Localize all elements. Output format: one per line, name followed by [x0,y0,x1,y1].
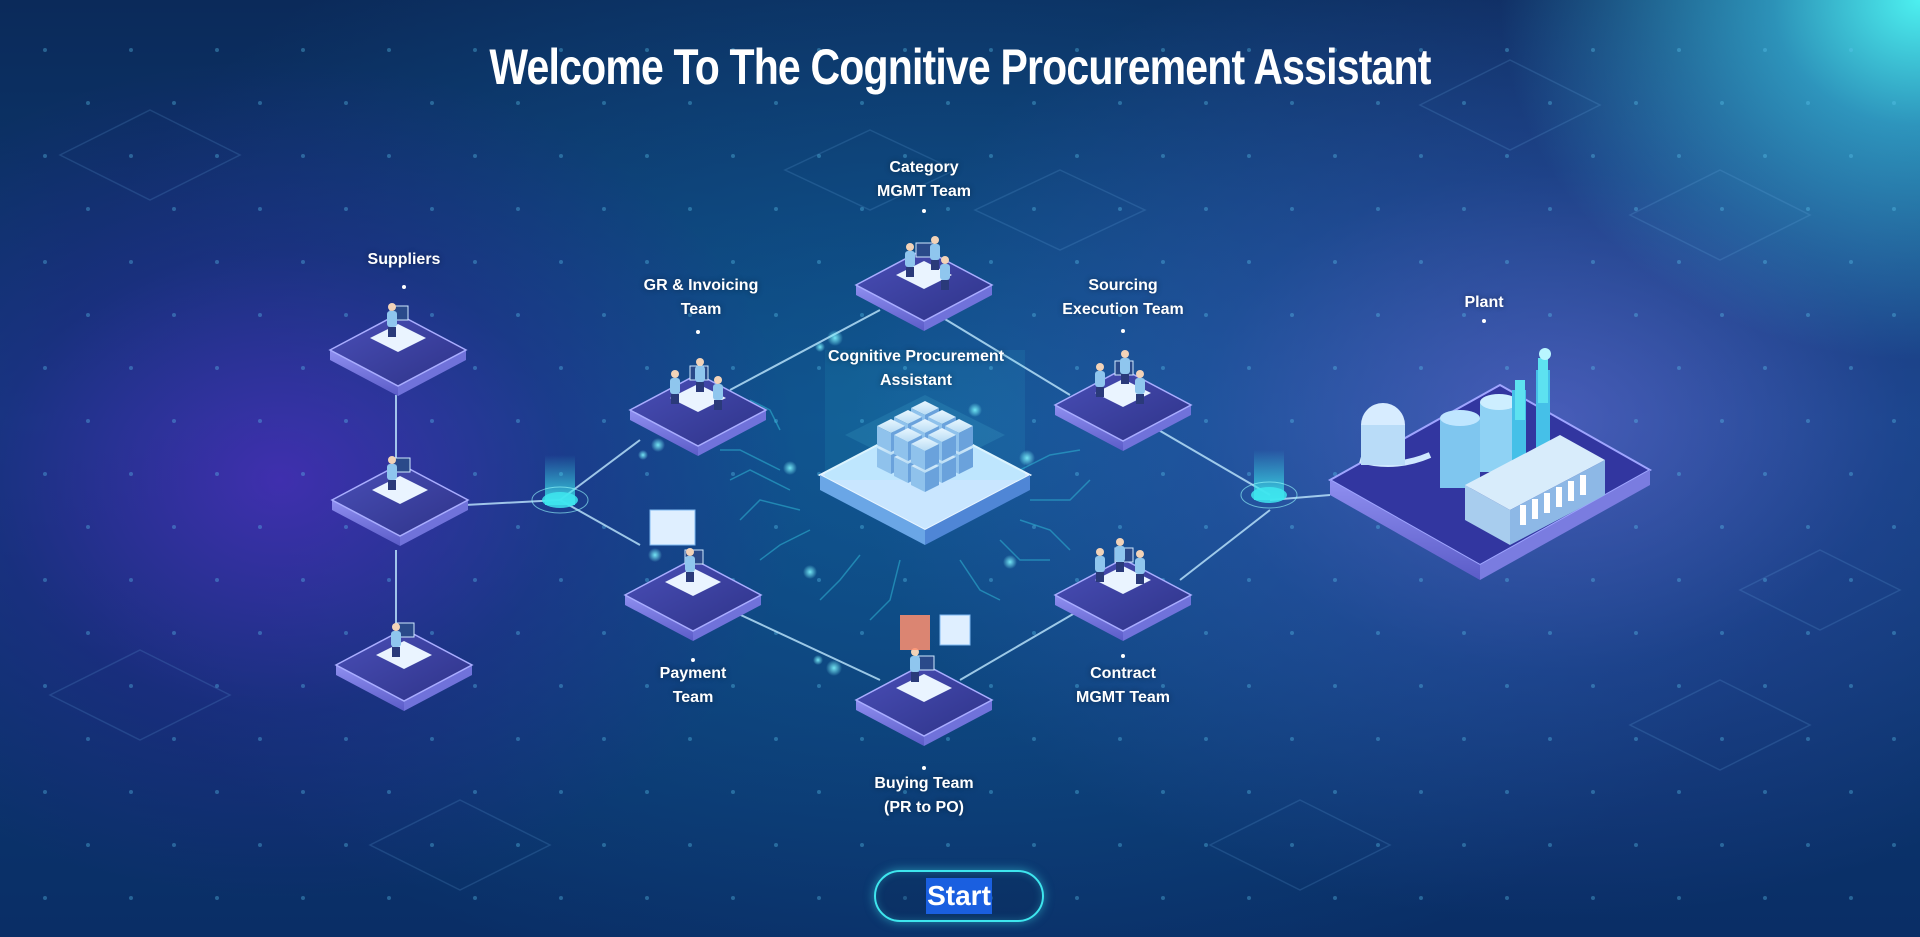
label-payment-team: Payment Team [660,662,727,710]
left-beam-hub [531,455,589,514]
label-contract-mgmt-team: Contract MGMT Team [1076,662,1170,710]
label-line: Category [889,159,959,176]
label-plant: Plant [1464,291,1503,315]
connection-lines [395,309,1331,681]
label-line: Contract [1090,665,1156,682]
cpa-chip [817,350,1033,545]
label-line: Suppliers [367,251,441,268]
label-line: Cognitive Procurement [827,348,1005,365]
label-line: Payment [659,665,727,682]
page-title: Welcome To The Cognitive Procurement Ass… [489,39,1431,95]
glow-dots [638,330,1035,676]
label-line: GR & Invoicing [643,277,759,294]
label-buying-team: Buying Team (PR to PO) [874,772,973,820]
label-line: MGMT Team [877,183,971,200]
label-suppliers: Suppliers [368,248,441,272]
start-button-label: Start [926,878,992,914]
label-line: Buying Team [874,775,974,792]
team-figures [370,236,1151,702]
label-line: MGMT Team [1076,689,1170,706]
label-sourcing-execution-team: Sourcing Execution Team [1062,274,1184,322]
label-line: (PR to PO) [884,799,964,816]
start-button[interactable]: Start [874,870,1044,922]
label-line: Sourcing [1088,277,1158,294]
label-cognitive-procurement-assistant: Cognitive Procurement Assistant [828,345,1004,393]
label-markers [402,209,1486,770]
label-gr-invoicing-team: GR & Invoicing Team [644,274,759,322]
label-line: Assistant [879,372,953,389]
label-line: Team [680,301,722,318]
right-beam-hub [1240,450,1298,509]
label-line: Execution Team [1062,301,1184,318]
label-category-mgmt-team: Category MGMT Team [877,156,971,204]
label-line: Team [672,689,714,706]
label-line: Plant [1464,294,1504,311]
plant-illustration [1327,348,1653,580]
platforms [328,248,1193,746]
platform-contract [1053,558,1193,641]
background-diamonds [48,59,1902,891]
